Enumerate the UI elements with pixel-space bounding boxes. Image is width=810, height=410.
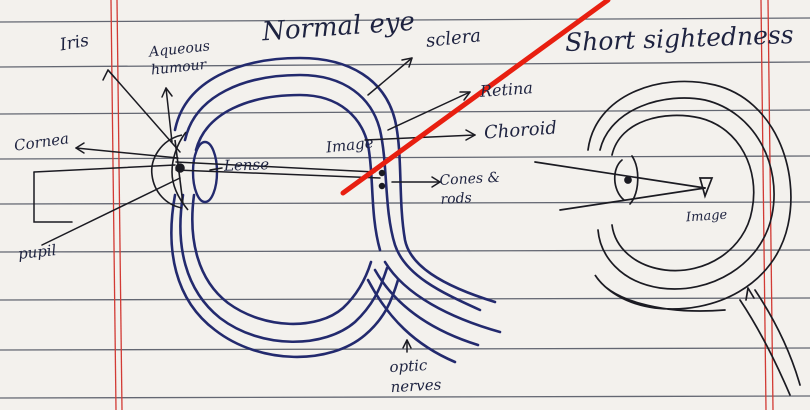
pointer-lines [34, 58, 475, 352]
label-retina: Retina [480, 80, 534, 100]
label-optic-nerve: optic nerves [389, 354, 471, 397]
label-lens: Lense [224, 157, 270, 174]
label-iris: Iris [59, 33, 91, 55]
label-image-short: Image [686, 209, 728, 225]
label-cones-rods: Cones & rods [439, 168, 511, 209]
title-short-sightedness: Short sightedness [565, 22, 794, 55]
label-aqueous-humour: Aqueous humour [148, 36, 221, 79]
label-choroid: Choroid [483, 119, 557, 142]
eyeball-layers [171, 58, 500, 362]
label-pupil: pupil [17, 243, 57, 262]
